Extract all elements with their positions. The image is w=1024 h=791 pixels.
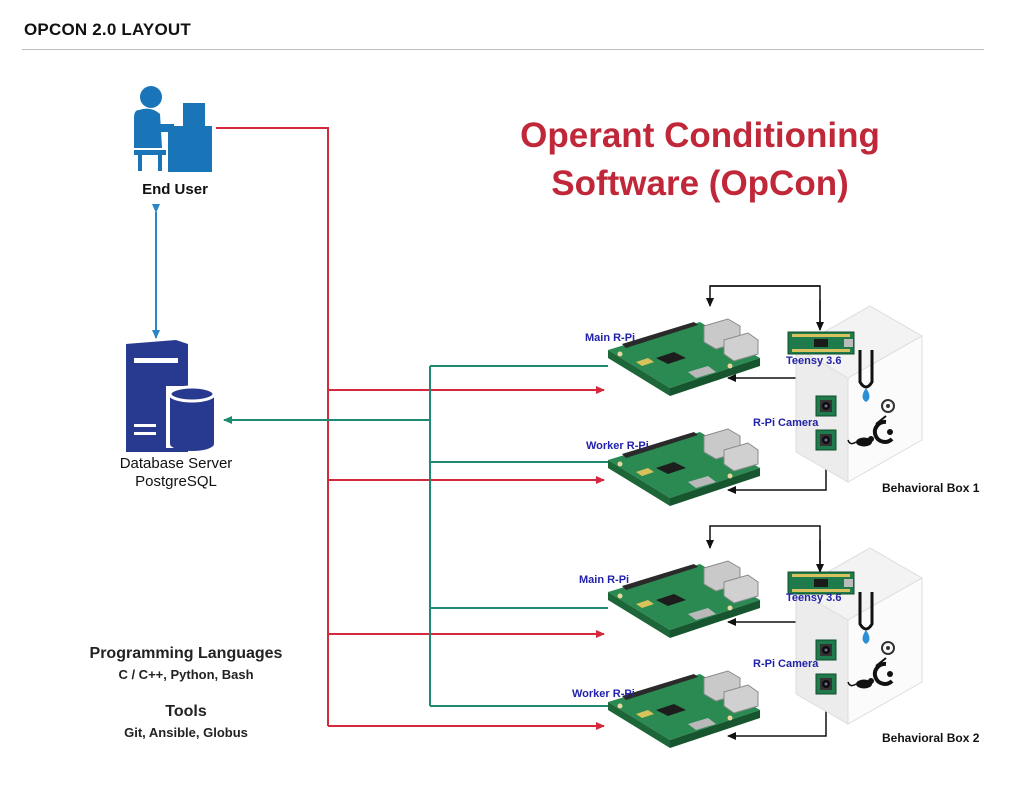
worker-rpi-2-label: Worker R-Pi (572, 688, 635, 700)
rpi-camera-2a-icon (815, 639, 837, 661)
rpi-camera-2b-icon (815, 673, 837, 695)
teensy-2-label: Teensy 3.6 (786, 592, 842, 604)
end-user-icon (134, 86, 212, 172)
user-bus-line (216, 127, 329, 726)
database-label: Database Server PostgreSQL (96, 455, 256, 491)
main-rpi-2-label: Main R-Pi (579, 574, 630, 586)
database-server-icon (126, 340, 216, 452)
main-rpi-1-label: Main R-Pi (585, 332, 636, 344)
rpi-camera-1a-icon (815, 395, 837, 417)
teensy-board-2-icon (787, 571, 855, 595)
rpi-camera-1b-icon (815, 429, 837, 451)
page-title: OPCON 2.0 LAYOUT (24, 20, 191, 39)
languages-heading: Programming Languages (89, 645, 283, 662)
main-title-line1: Operant Conditioning (520, 116, 880, 155)
worker-rpi-1-label: Worker R-Pi (586, 440, 649, 452)
behavioral-box-1-label: Behavioral Box 1 (882, 481, 980, 495)
main-title: Operant Conditioning Software (OpCon) (480, 112, 920, 208)
main-title-line2: Software (OpCon) (551, 164, 849, 203)
connection-lines (152, 127, 827, 740)
rpi-camera-2-label: R-Pi Camera (753, 658, 819, 670)
teensy-board-1-icon (787, 331, 855, 355)
tools-list: Git, Ansible, Globus (124, 725, 248, 740)
rpi-camera-1-label: R-Pi Camera (753, 417, 819, 429)
behavioral-box-2-label: Behavioral Box 2 (882, 731, 980, 745)
database-name: Database Server (119, 455, 233, 472)
tools-heading: Tools (165, 703, 207, 720)
database-engine: PostgreSQL (135, 473, 217, 490)
main-rpi-2-icon (607, 560, 761, 639)
main-rpi-1-icon (607, 318, 761, 397)
languages-list: C / C++, Python, Bash (118, 667, 254, 682)
end-user-label: End User (142, 181, 208, 198)
teensy-1-label: Teensy 3.6 (786, 355, 842, 367)
title-divider (22, 49, 984, 50)
